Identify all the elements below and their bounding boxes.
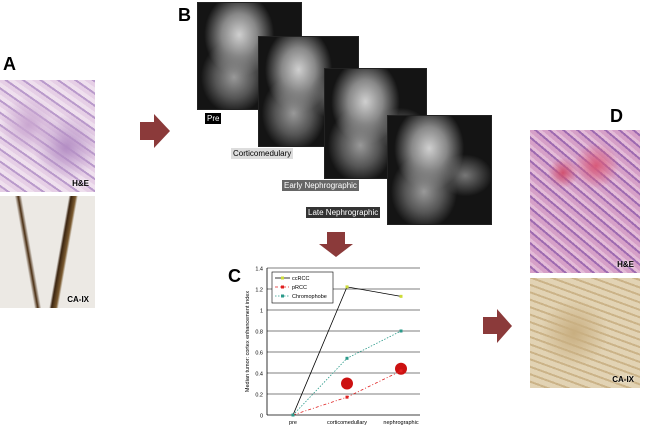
data-point (291, 413, 295, 417)
panel-a-label: A (3, 54, 16, 74)
phase-label: Corticomedulary (231, 148, 294, 159)
y-tick-label: 0.6 (255, 351, 263, 357)
legend-marker (281, 276, 284, 280)
y-tick-label: 0.2 (255, 393, 263, 399)
data-point (399, 329, 403, 333)
data-point (345, 285, 349, 289)
image-tag: CA-IX (612, 375, 634, 384)
legend-label: pRCC (292, 285, 307, 291)
legend-marker (281, 294, 284, 298)
y-tick-label: 1.2 (255, 288, 263, 294)
panel-d-label: D (610, 106, 623, 126)
y-tick-label: 0.8 (255, 330, 263, 336)
panel-a-caix-image: CA-IX (0, 196, 95, 308)
image-tag: H&E (617, 260, 634, 269)
data-point (399, 294, 403, 298)
mri-late-nephrographic (387, 115, 492, 225)
highlight-dot (395, 362, 407, 375)
y-tick-label: 0 (260, 414, 263, 420)
legend-marker (281, 285, 284, 289)
panel-b-label: B (178, 5, 191, 25)
x-tick-label: pre (289, 420, 297, 426)
phase-label: Early Nephrographic (282, 180, 359, 191)
y-tick-label: 1 (260, 309, 263, 315)
data-point (345, 395, 349, 399)
y-axis-label: Median tumor: cortex enhancement index (245, 291, 251, 392)
panel-d-he-image: H&E (530, 130, 640, 273)
highlight-dot (341, 377, 353, 390)
y-tick-label: 0.4 (255, 372, 263, 378)
data-point (345, 356, 349, 360)
panel-d-caix-image: CA-IX (530, 278, 640, 388)
x-tick-label: corticomedullary (327, 420, 367, 426)
panel-c-label: C (228, 266, 241, 286)
legend-label: Chromophobe (292, 294, 327, 300)
panel-a-he-image: H&E (0, 80, 95, 192)
legend-label: ccRCC (292, 276, 309, 282)
x-tick-label: nephrographic (383, 420, 418, 426)
image-tag: H&E (72, 179, 89, 188)
enhancement-chart: 0 0.2 0.4 0.6 0.8 1 1.2 1.4 pre corticomedullary n… (245, 267, 420, 426)
data-point (399, 369, 403, 373)
y-tick-label: 1.4 (255, 267, 263, 273)
phase-label: Late Nephrographic (306, 207, 381, 218)
image-tag: CA-IX (67, 295, 89, 304)
phase-label: Pre (205, 113, 222, 124)
